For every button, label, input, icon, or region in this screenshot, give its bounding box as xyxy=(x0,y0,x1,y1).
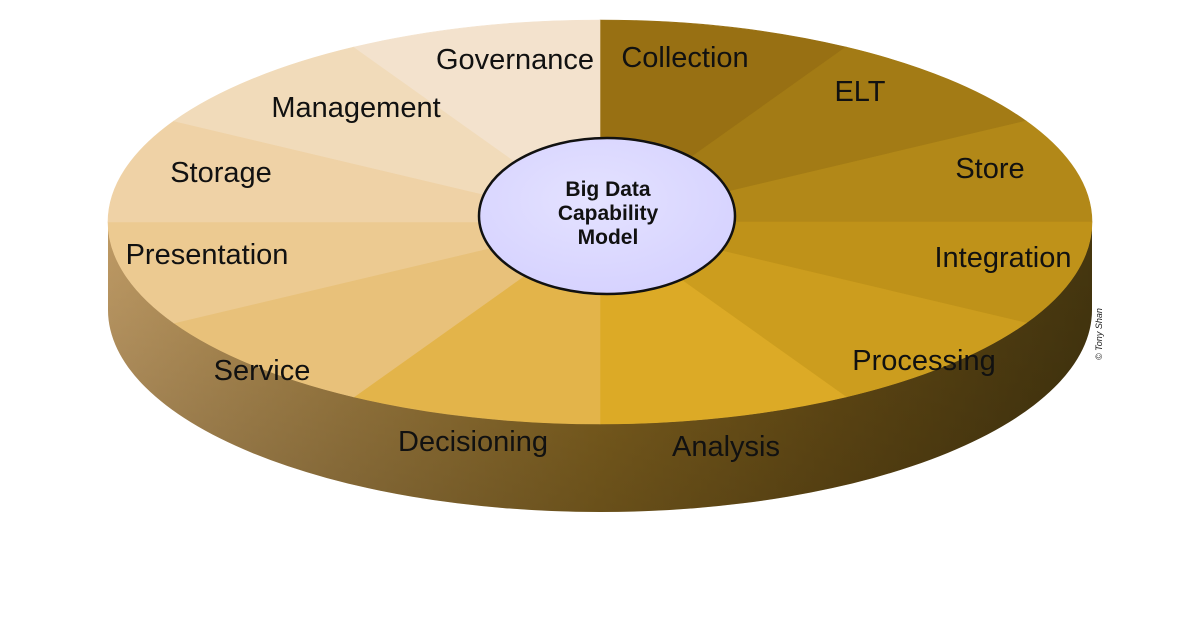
segment-storage xyxy=(107,120,601,223)
center-title-line-3: Model xyxy=(578,226,639,249)
label-store: Store xyxy=(955,153,1024,185)
segment-presentation xyxy=(107,221,601,324)
center-title-line-1: Big Data xyxy=(565,178,651,201)
label-analysis: Analysis xyxy=(672,431,780,463)
label-decisioning: Decisioning xyxy=(398,426,548,458)
label-integration: Integration xyxy=(934,242,1071,274)
label-service: Service xyxy=(214,355,311,387)
segment-service xyxy=(173,221,601,398)
center-title-line-2: Capability xyxy=(558,202,659,225)
label-elt: ELT xyxy=(834,76,885,108)
label-collection: Collection xyxy=(621,42,748,74)
segment-labels: Collection ELT Store Integration Process… xyxy=(126,42,1072,463)
label-governance: Governance xyxy=(436,44,594,76)
wheel-side-shade xyxy=(108,222,1092,512)
label-processing: Processing xyxy=(852,345,995,377)
copyright-credit: © Tony Shan xyxy=(1094,308,1104,360)
label-presentation: Presentation xyxy=(126,239,289,271)
label-storage: Storage xyxy=(170,157,272,189)
label-management: Management xyxy=(271,92,440,124)
center-hub xyxy=(477,136,737,296)
